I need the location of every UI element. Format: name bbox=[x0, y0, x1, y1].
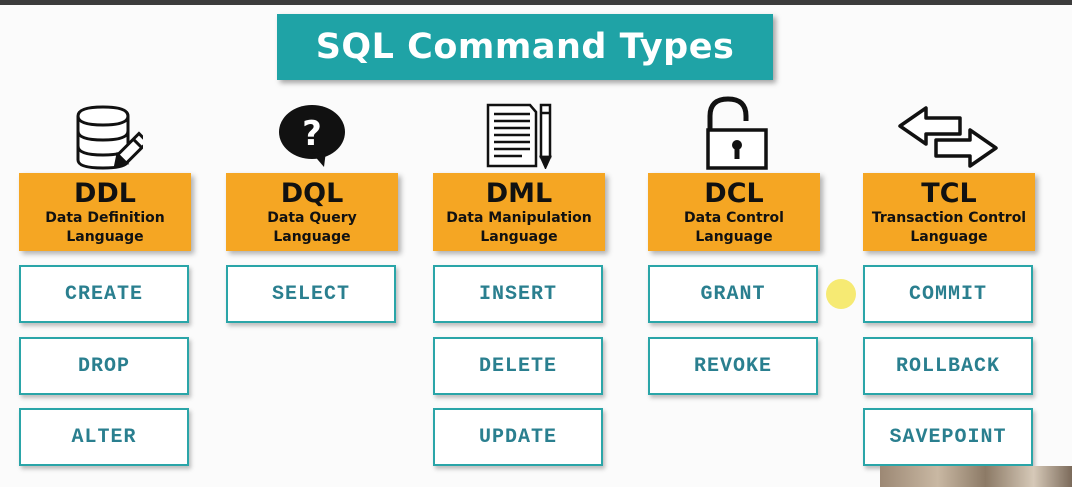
database-edit-icon bbox=[73, 104, 143, 170]
webcam-thumbnail bbox=[880, 466, 1072, 487]
category-full-name: Data Control Language bbox=[684, 210, 784, 245]
command-drop: DROP bbox=[19, 337, 189, 395]
page-title: SQL Command Types bbox=[277, 14, 773, 80]
open-padlock-icon bbox=[704, 96, 768, 170]
command-select: SELECT bbox=[226, 265, 396, 323]
category-header-ddl: DDL Data Definition Language bbox=[19, 173, 191, 251]
svg-text:?: ? bbox=[302, 114, 322, 154]
document-pencil-icon bbox=[486, 103, 556, 169]
category-full-name: Data Definition Language bbox=[45, 210, 165, 245]
command-insert: INSERT bbox=[433, 265, 603, 323]
command-delete: DELETE bbox=[433, 337, 603, 395]
category-abbr: DML bbox=[485, 178, 553, 209]
category-abbr: DDL bbox=[73, 178, 137, 209]
category-full-name: Data Manipulation Language bbox=[446, 210, 592, 245]
command-alter: ALTER bbox=[19, 408, 189, 466]
command-savepoint: SAVEPOINT bbox=[863, 408, 1033, 466]
command-commit: COMMIT bbox=[863, 265, 1033, 323]
category-header-tcl: TCL Transaction Control Language bbox=[863, 173, 1035, 251]
command-create: CREATE bbox=[19, 265, 189, 323]
category-full-name: Transaction Control Language bbox=[871, 210, 1027, 245]
pointer-highlight bbox=[826, 279, 856, 309]
category-header-dcl: DCL Data Control Language bbox=[648, 173, 820, 251]
command-grant: GRANT bbox=[648, 265, 818, 323]
swap-arrows-icon bbox=[898, 106, 1000, 168]
category-header-dql: DQL Data Query Language bbox=[226, 173, 398, 251]
category-abbr: DCL bbox=[704, 178, 764, 209]
command-update: UPDATE bbox=[433, 408, 603, 466]
command-rollback: ROLLBACK bbox=[863, 337, 1033, 395]
window-top-bar bbox=[0, 0, 1072, 5]
category-full-name: Data Query Language bbox=[267, 210, 357, 245]
category-header-dml: DML Data Manipulation Language bbox=[433, 173, 605, 251]
question-bubble-icon: ? bbox=[276, 103, 348, 169]
command-revoke: REVOKE bbox=[648, 337, 818, 395]
category-abbr: DQL bbox=[280, 178, 344, 209]
category-abbr: TCL bbox=[921, 178, 977, 209]
